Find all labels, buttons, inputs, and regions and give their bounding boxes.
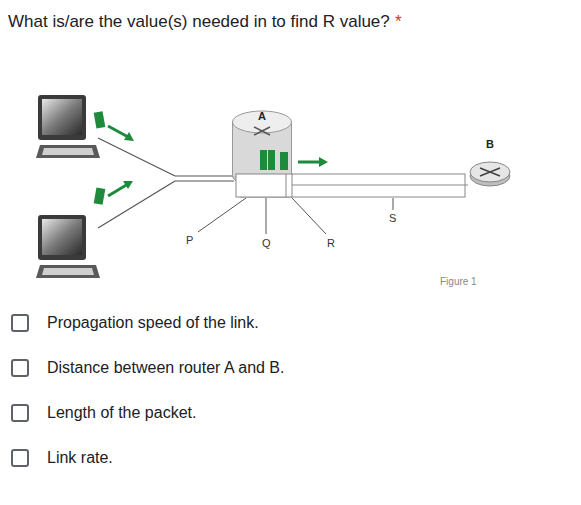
option-text: Link rate. xyxy=(47,449,113,467)
point-label: R xyxy=(327,237,335,249)
router-node: B xyxy=(468,138,512,190)
arrowhead xyxy=(319,157,328,167)
point-label: S xyxy=(389,212,396,224)
link-connector xyxy=(292,185,468,186)
router-label: A xyxy=(232,110,292,122)
computer xyxy=(36,215,100,278)
figure-caption: Figure 1 xyxy=(440,276,477,287)
router-label: B xyxy=(468,138,512,150)
leader-line xyxy=(198,198,393,234)
point-label: P xyxy=(186,234,193,246)
question-title: What is/are the value(s) needed in to fi… xyxy=(8,12,390,32)
point-label: Q xyxy=(262,237,271,249)
access-link xyxy=(98,138,234,228)
router-icon xyxy=(232,110,292,190)
arrow xyxy=(298,161,320,164)
option-text: Distance between router A and B. xyxy=(47,359,284,377)
option-text: Length of the packet. xyxy=(47,404,196,422)
packet xyxy=(94,111,134,204)
required-mark: * xyxy=(395,12,402,32)
computer xyxy=(36,95,100,158)
option-text: Propagation speed of the link. xyxy=(47,314,259,332)
checkbox xyxy=(12,315,28,466)
router-node: A xyxy=(232,110,292,190)
